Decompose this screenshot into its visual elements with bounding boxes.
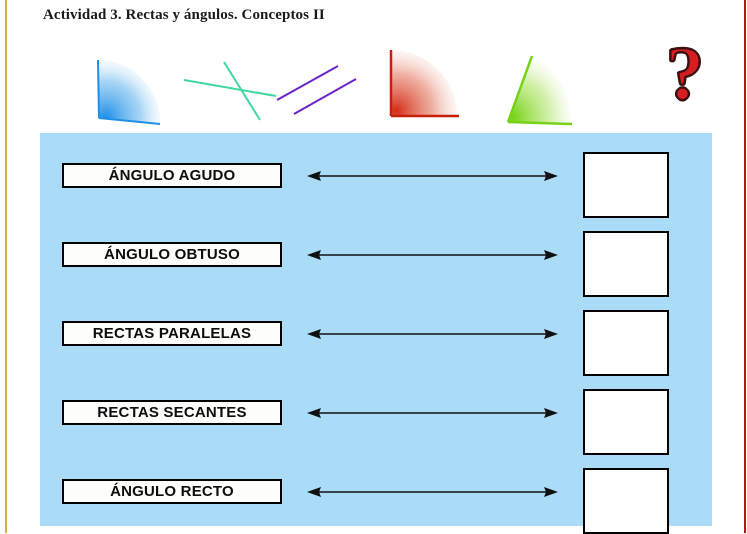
page-title: Actividad 3. Rectas y ángulos. Conceptos…	[43, 7, 325, 23]
left-page-rule	[5, 0, 7, 533]
drop-box-angulo-obtuso[interactable]	[583, 231, 669, 297]
term-label: ÁNGULO OBTUSO	[104, 246, 240, 263]
question-mark-icon: ?	[665, 32, 705, 116]
right-page-rule	[744, 0, 746, 533]
connector-arrow	[305, 405, 560, 421]
blue-angle-figure	[88, 50, 178, 130]
connector-arrow	[305, 326, 560, 342]
drop-box-angulo-agudo[interactable]	[583, 152, 669, 218]
connector-arrow	[305, 247, 560, 263]
term-label: RECTAS PARALELAS	[92, 325, 252, 342]
green-acute-figure	[502, 52, 587, 130]
drop-box-angulo-recto[interactable]	[583, 468, 669, 534]
figure-strip: ?	[40, 32, 712, 127]
term-label: RECTAS SECANTES	[97, 404, 247, 421]
term-label: ÁNGULO RECTO	[110, 483, 234, 500]
match-row: ÁNGULO AGUDO	[40, 152, 712, 218]
match-row: RECTAS PARALELAS	[40, 310, 712, 376]
red-right-angle-figure	[385, 44, 463, 124]
term-label: ÁNGULO AGUDO	[108, 167, 236, 184]
match-row: RECTAS SECANTES	[40, 389, 712, 455]
term-box-angulo-agudo: ÁNGULO AGUDO	[62, 163, 282, 188]
term-box-rectas-paralelas: RECTAS PARALELAS	[62, 321, 282, 346]
match-row: ÁNGULO RECTO	[40, 468, 712, 534]
term-box-rectas-secantes: RECTAS SECANTES	[62, 400, 282, 425]
connector-arrow	[305, 484, 560, 500]
connector-arrow	[305, 168, 560, 184]
purple-parallels-figure	[272, 54, 372, 124]
drop-box-rectas-paralelas[interactable]	[583, 310, 669, 376]
drop-box-rectas-secantes[interactable]	[583, 389, 669, 455]
activity-panel: ÁNGULO AGUDO ÁNGULO OBTUSO RECTAS PARALE…	[40, 133, 712, 534]
term-box-angulo-obtuso: ÁNGULO OBTUSO	[62, 242, 282, 267]
match-row: ÁNGULO OBTUSO	[40, 231, 712, 297]
term-box-angulo-recto: ÁNGULO RECTO	[62, 479, 282, 504]
green-secants-figure	[180, 54, 280, 124]
